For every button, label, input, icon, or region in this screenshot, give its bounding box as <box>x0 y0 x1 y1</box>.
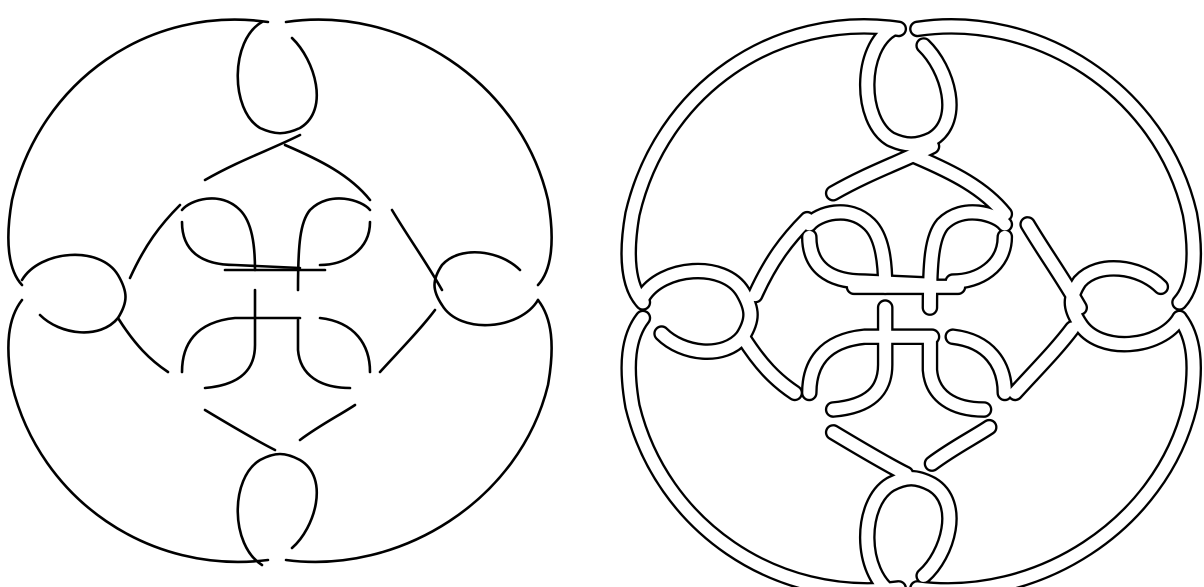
left-knot-strands <box>8 20 551 565</box>
right-cabled-knot-diagram <box>629 26 1194 587</box>
right-knot-band-outer <box>629 26 1194 587</box>
left-knot-diagram <box>8 20 551 565</box>
right-knot-band-inner <box>629 26 1194 587</box>
